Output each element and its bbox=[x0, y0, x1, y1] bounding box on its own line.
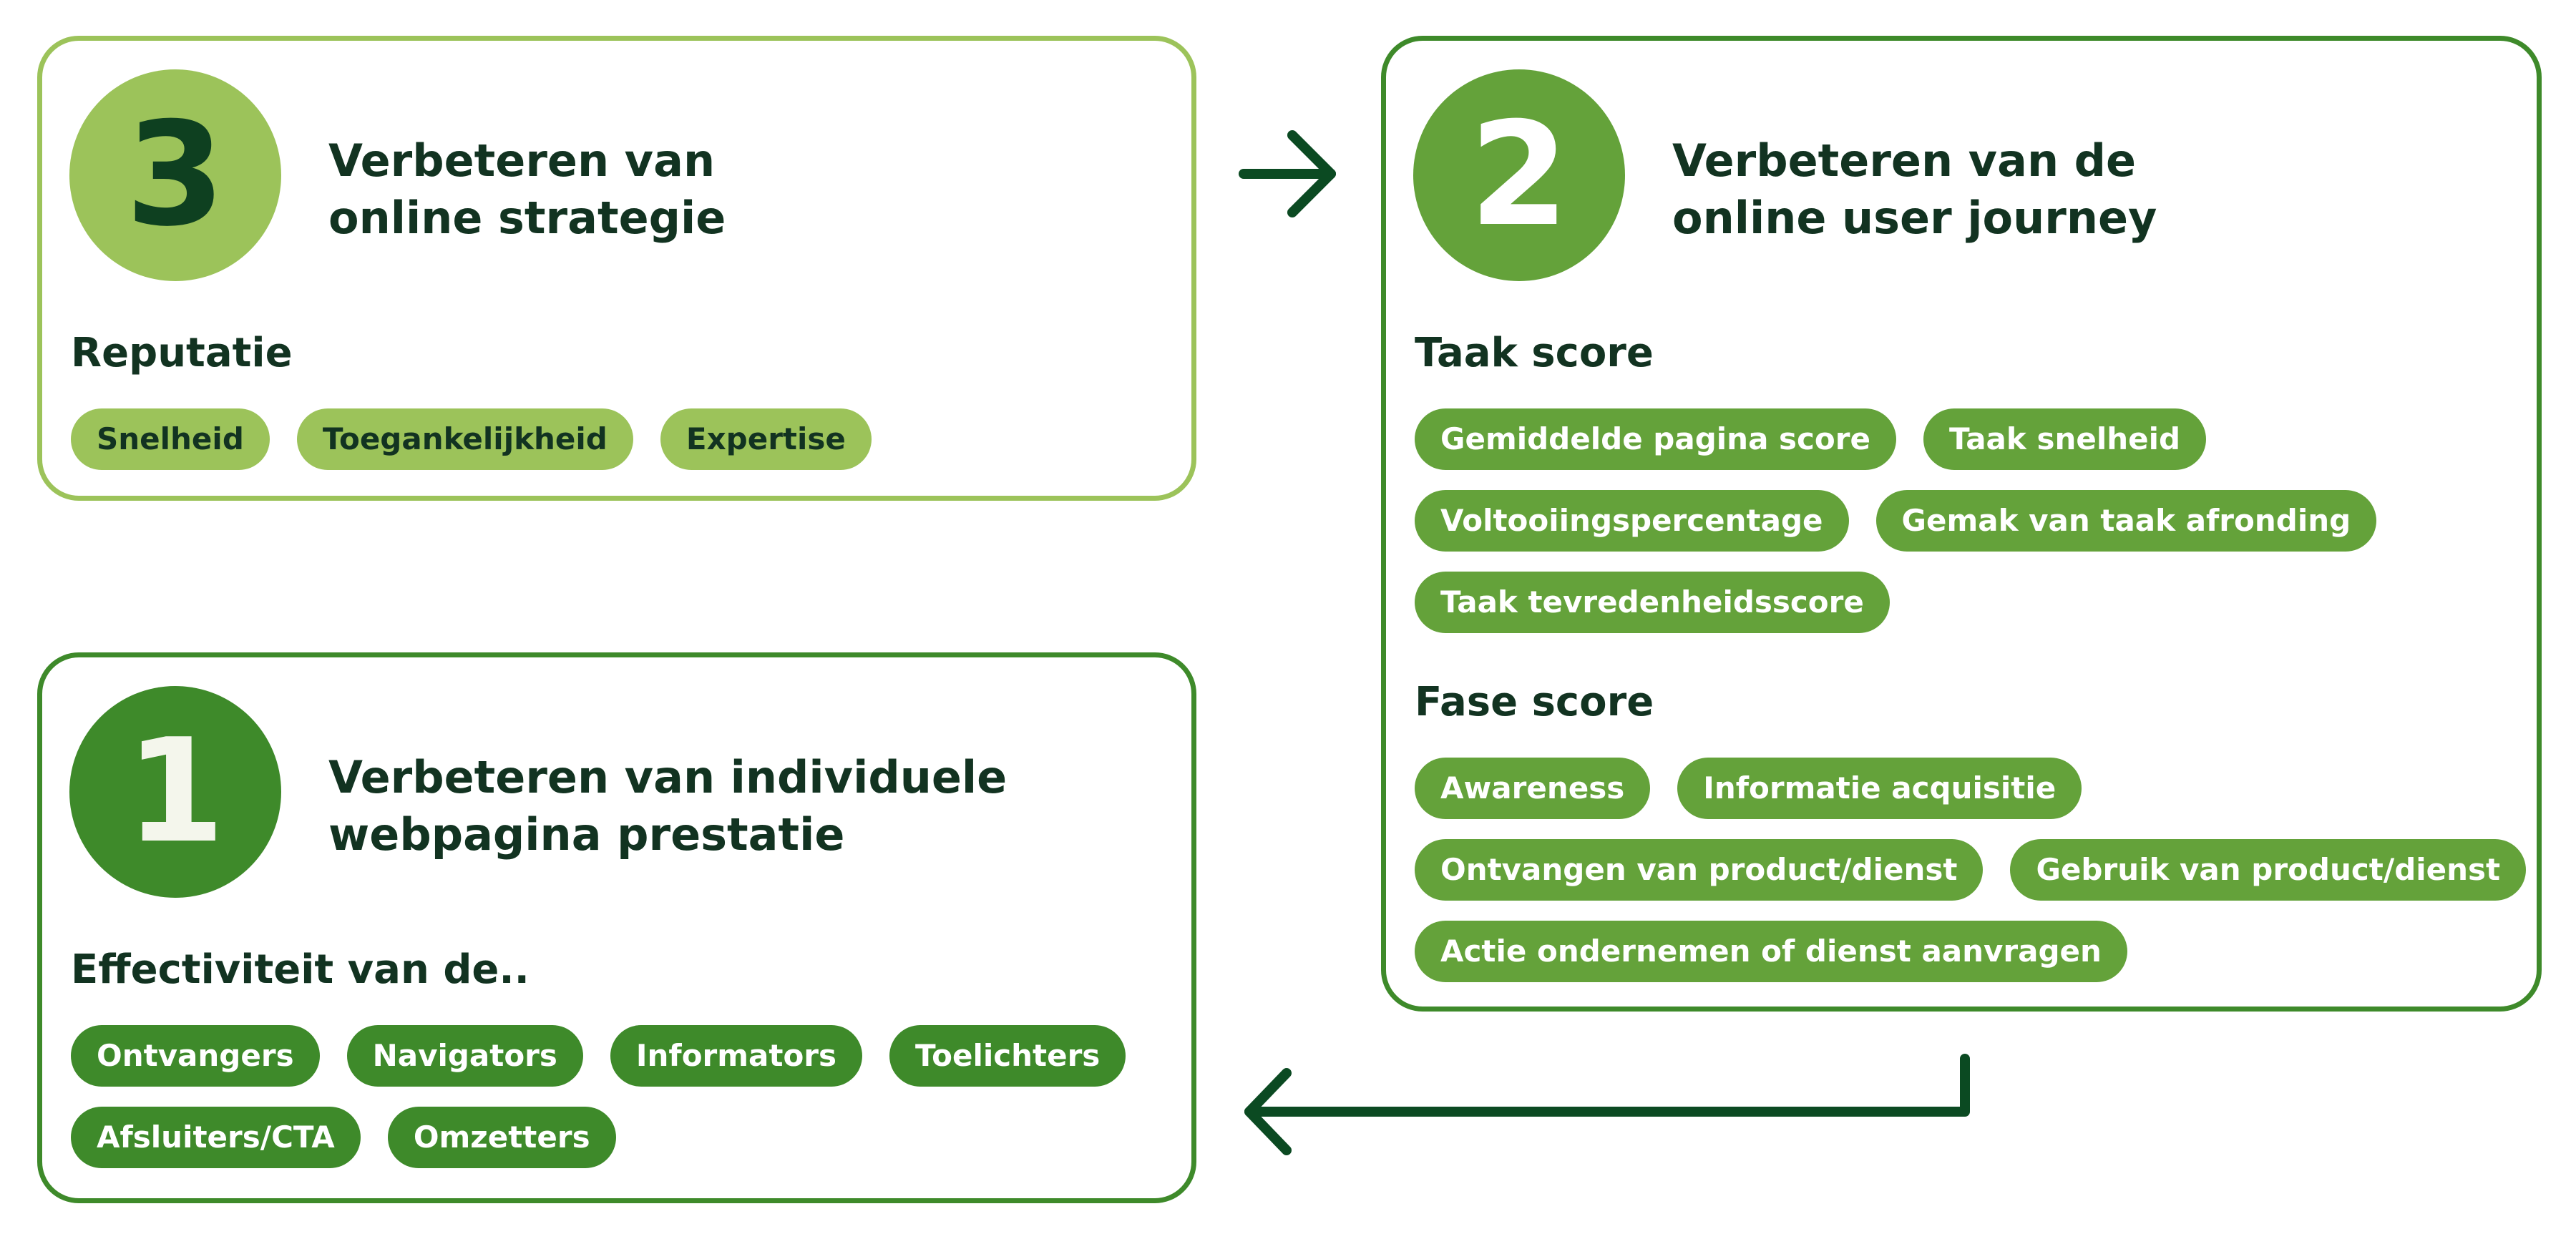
step-1-number-badge: 1 bbox=[69, 686, 281, 898]
pill-toegankelijkheid: Toegankelijkheid bbox=[296, 408, 633, 470]
right-arrow-icon bbox=[1239, 130, 1336, 217]
pill-gemiddelde-pagina-score: Gemiddelde pagina score bbox=[1415, 408, 1896, 470]
step-3-title-line2: online strategie bbox=[328, 192, 726, 244]
pill-toelichters: Toelichters bbox=[889, 1025, 1126, 1087]
pill-row: Actie ondernemen of dienst aanvragen bbox=[1415, 921, 2488, 982]
pill-row: Afsluiters/CTA Omzetters bbox=[71, 1107, 1144, 1168]
pill-row: Gemiddelde pagina score Taak snelheid bbox=[1415, 408, 2488, 470]
left-arrow-icon bbox=[1244, 1054, 1970, 1155]
pill-ontvangers: Ontvangers bbox=[71, 1025, 320, 1087]
pill-row: Ontvangen van product/dienst Gebruik van… bbox=[1415, 839, 2527, 901]
pill-expertise: Expertise bbox=[660, 408, 872, 470]
pill-row: Ontvangers Navigators Informators Toelic… bbox=[71, 1025, 1144, 1087]
step-1-title: Verbeteren van individuele webpagina pre… bbox=[328, 749, 1007, 863]
step-1-title-line1: Verbeteren van individuele bbox=[328, 751, 1008, 803]
pill-row: Snelheid Toegankelijkheid Expertise bbox=[71, 408, 1144, 470]
step-2-card: 2 Verbeteren van de online user journey … bbox=[1381, 36, 2542, 1012]
step-1-card: 1 Verbeteren van individuele webpagina p… bbox=[37, 652, 1196, 1203]
step-3-title-line1: Verbeteren van bbox=[328, 134, 716, 187]
task-pills: Gemiddelde pagina score Taak snelheid Vo… bbox=[1415, 408, 2488, 653]
pill-navigators: Navigators bbox=[346, 1025, 583, 1087]
step-2-number-badge: 2 bbox=[1413, 69, 1625, 281]
step-2-title: Verbeteren van de online user journey bbox=[1672, 132, 2157, 247]
step-3-pills: Snelheid Toegankelijkheid Expertise bbox=[71, 408, 1144, 490]
taak-score-label: Taak score bbox=[1415, 330, 1654, 376]
effectiviteit-label: Effectiviteit van de.. bbox=[71, 946, 530, 993]
step-3-number-badge: 3 bbox=[69, 69, 281, 281]
pill-taak-tevredenheidsscore: Taak tevredenheidsscore bbox=[1415, 572, 1890, 633]
step-3-card: 3 Verbeteren van online strategie Reputa… bbox=[37, 36, 1196, 501]
pill-gemak-van-taak-afronding: Gemak van taak afronding bbox=[1875, 490, 2377, 552]
pill-taak-snelheid: Taak snelheid bbox=[1923, 408, 2207, 470]
pill-awareness: Awareness bbox=[1415, 758, 1651, 819]
step-1-title-line2: webpagina prestatie bbox=[328, 808, 845, 861]
pill-row: Voltooiingspercentage Gemak van taak afr… bbox=[1415, 490, 2488, 552]
pill-gebruik-van-product-dienst: Gebruik van product/dienst bbox=[2010, 839, 2527, 901]
pill-omzetters: Omzetters bbox=[387, 1107, 616, 1168]
step-1-pills: Ontvangers Navigators Informators Toelic… bbox=[71, 1025, 1144, 1188]
pill-actie-ondernemen: Actie ondernemen of dienst aanvragen bbox=[1415, 921, 2127, 982]
pill-row: Taak tevredenheidsscore bbox=[1415, 572, 2488, 633]
step-2-title-line1: Verbeteren van de bbox=[1672, 134, 2137, 187]
pill-afsluiters-cta: Afsluiters/CTA bbox=[71, 1107, 361, 1168]
step-3-title: Verbeteren van online strategie bbox=[328, 132, 726, 247]
step-2-title-line2: online user journey bbox=[1672, 192, 2157, 244]
pill-voltooiingspercentage: Voltooiingspercentage bbox=[1415, 490, 1849, 552]
pill-row: Awareness Informatie acquisitie bbox=[1415, 758, 2488, 819]
fase-score-label: Fase score bbox=[1415, 679, 1654, 725]
pill-snelheid: Snelheid bbox=[71, 408, 270, 470]
reputatie-label: Reputatie bbox=[71, 330, 293, 376]
pill-informators: Informators bbox=[610, 1025, 863, 1087]
phase-pills: Awareness Informatie acquisitie Ontvange… bbox=[1415, 758, 2527, 1002]
pill-informatie-acquisitie: Informatie acquisitie bbox=[1677, 758, 2082, 819]
pill-ontvangen-van-product-dienst: Ontvangen van product/dienst bbox=[1415, 839, 1984, 901]
